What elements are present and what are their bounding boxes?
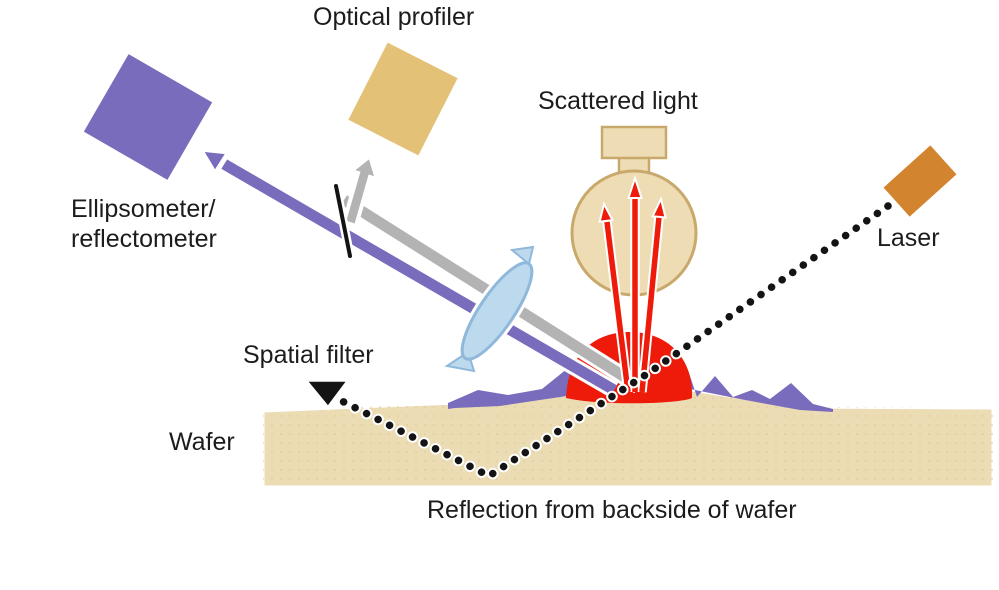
scatter-arrow-shafts bbox=[604, 196, 662, 393]
scatter-arrow-heads bbox=[598, 174, 667, 223]
lens-top-tip bbox=[509, 245, 535, 266]
laser-beam-dotted bbox=[332, 200, 894, 483]
label-spatial-filter: Spatial filter bbox=[243, 341, 374, 369]
label-scattered-light: Scattered light bbox=[538, 87, 698, 115]
label-backside-reflection: Reflection from backside of wafer bbox=[427, 496, 797, 524]
lens bbox=[444, 245, 537, 373]
beam-splitter bbox=[331, 184, 355, 258]
label-laser: Laser bbox=[877, 224, 940, 252]
label-ellipsometer: Ellipsometer/ reflectometer bbox=[71, 194, 217, 254]
ellipsometer-box bbox=[79, 49, 217, 185]
label-wafer: Wafer bbox=[169, 428, 235, 456]
lens-body bbox=[460, 261, 534, 361]
purple-beam bbox=[221, 159, 617, 395]
beam-splitter-plate bbox=[334, 184, 352, 258]
laser-beam-dots bbox=[334, 202, 892, 481]
purple-beam-arrowhead bbox=[195, 145, 234, 179]
label-ellipsometer-line1: Ellipsometer/ bbox=[71, 195, 216, 223]
spatial-filter-triangle bbox=[301, 378, 353, 411]
label-optical-profiler: Optical profiler bbox=[313, 3, 475, 31]
label-ellipsometer-line2: reflectometer bbox=[71, 225, 217, 253]
profiler-arrow bbox=[341, 152, 380, 229]
laser-box bbox=[879, 141, 961, 221]
scattered-light-arrows bbox=[598, 174, 667, 393]
detector-head bbox=[600, 125, 668, 160]
optical-profiler-box bbox=[343, 37, 463, 161]
